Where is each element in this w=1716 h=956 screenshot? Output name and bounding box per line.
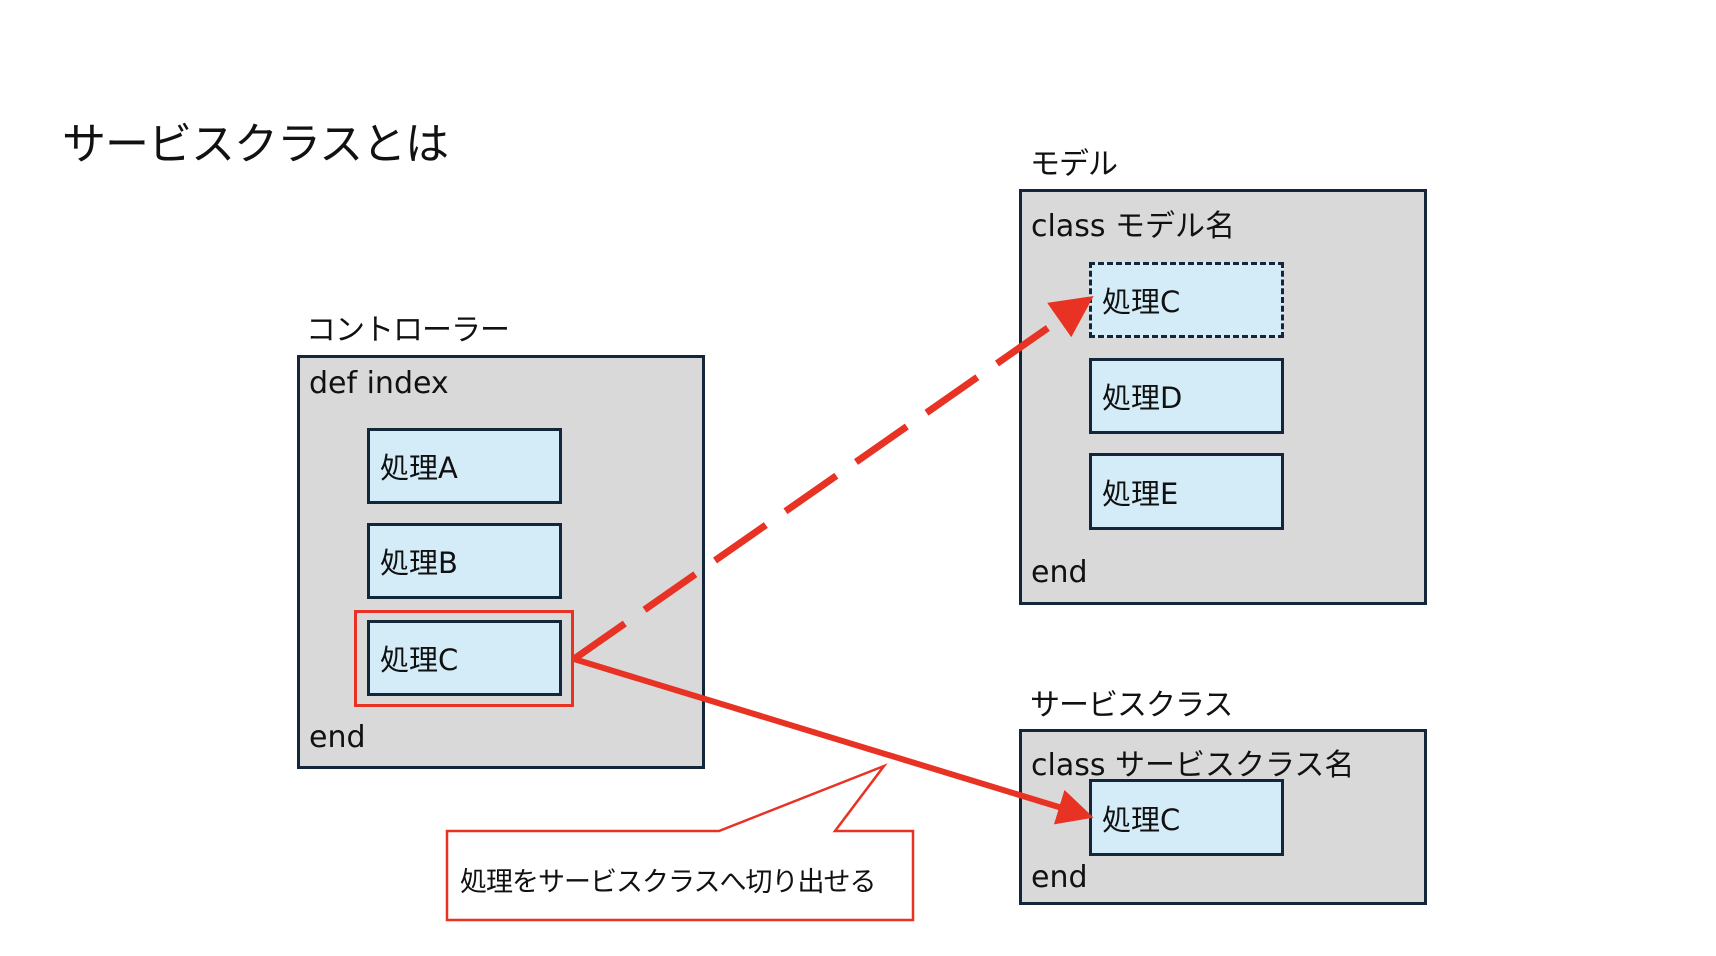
controller-label: コントローラー (306, 313, 510, 348)
service-header: class サービスクラス名 (1031, 748, 1355, 783)
controller-process-a: 処理A (367, 428, 562, 504)
controller-footer: end (309, 720, 366, 755)
model-footer: end (1031, 555, 1088, 590)
process-label: 処理A (380, 451, 458, 485)
controller-process-b: 処理B (367, 523, 562, 599)
service-process-c: 処理C (1089, 779, 1284, 856)
service-footer: end (1031, 860, 1088, 895)
model-process-c-dashed: 処理C (1089, 262, 1284, 338)
process-label: 処理C (1102, 802, 1181, 837)
service-label: サービスクラス (1030, 688, 1233, 723)
process-label: 処理B (380, 546, 458, 580)
process-label: 処理C (1102, 285, 1181, 319)
controller-process-c: 処理C (367, 620, 562, 696)
model-label: モデル (1030, 147, 1118, 182)
model-process-d: 処理D (1089, 358, 1284, 434)
process-label: 処理D (1102, 381, 1183, 415)
callout-text: 処理をサービスクラスへ切り出せる (460, 867, 876, 898)
process-label: 処理E (1102, 476, 1179, 511)
page-title: サービスクラスとは (62, 119, 449, 170)
model-header: class モデル名 (1031, 209, 1236, 244)
process-label: 処理C (380, 643, 459, 677)
model-process-e: 処理E (1089, 453, 1284, 530)
controller-header: def index (309, 366, 449, 401)
